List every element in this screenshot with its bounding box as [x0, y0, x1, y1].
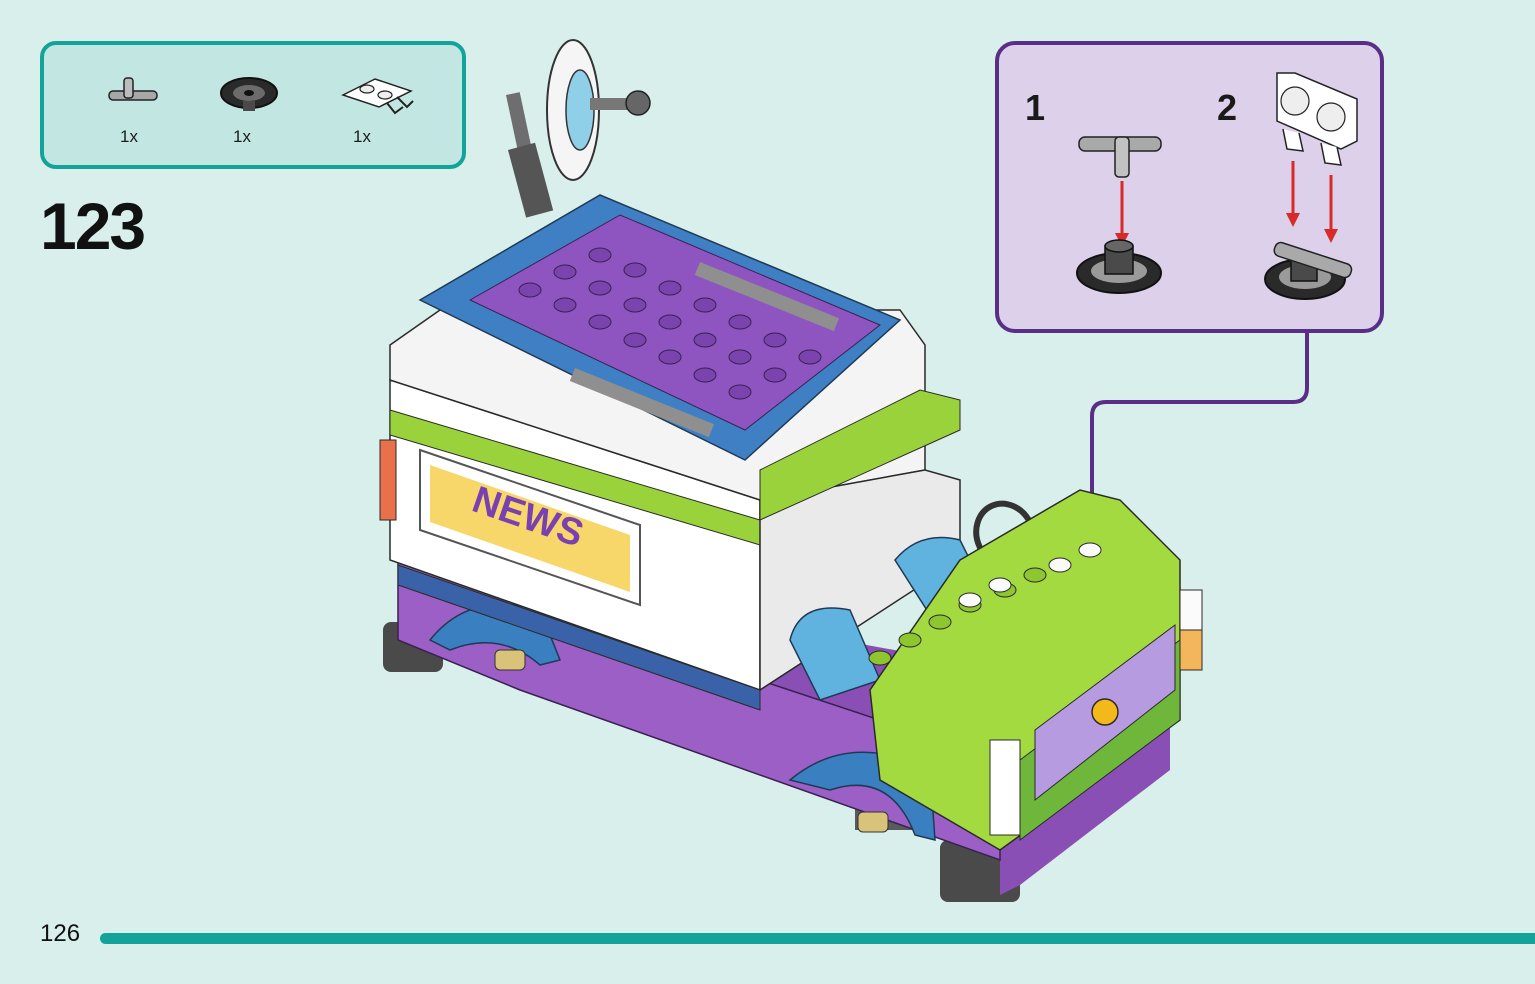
part-quantity: 1x	[233, 127, 251, 146]
substep-number: 2	[1217, 87, 1238, 128]
black-steering-wheel-icon	[220, 77, 278, 111]
callout-illustration	[1076, 72, 1358, 300]
part-item: 1x	[104, 73, 184, 163]
steering-wheel-base-piece	[1076, 239, 1162, 294]
substep-number: 1	[1025, 87, 1046, 128]
page-number: 126	[40, 920, 81, 947]
combined-steering-assembly-piece	[1264, 241, 1353, 300]
footer-bar	[100, 933, 1535, 944]
part-quantity: 1x	[353, 127, 371, 146]
white-plate-with-clips-icon	[341, 78, 414, 115]
plate-with-clips-piece	[1276, 72, 1358, 166]
grey-t-bar-icon	[108, 77, 158, 101]
sub-assembly-callout: 1 2	[995, 41, 1384, 333]
t-bar-piece	[1078, 136, 1162, 178]
parts-list-panel: 1x 1x 1x	[40, 41, 466, 169]
callout-connector-line	[1090, 333, 1309, 520]
part-item: 1x	[217, 73, 297, 163]
part-quantity: 1x	[120, 127, 138, 146]
step-number: 123	[40, 189, 146, 263]
part-item: 1x	[337, 73, 417, 163]
